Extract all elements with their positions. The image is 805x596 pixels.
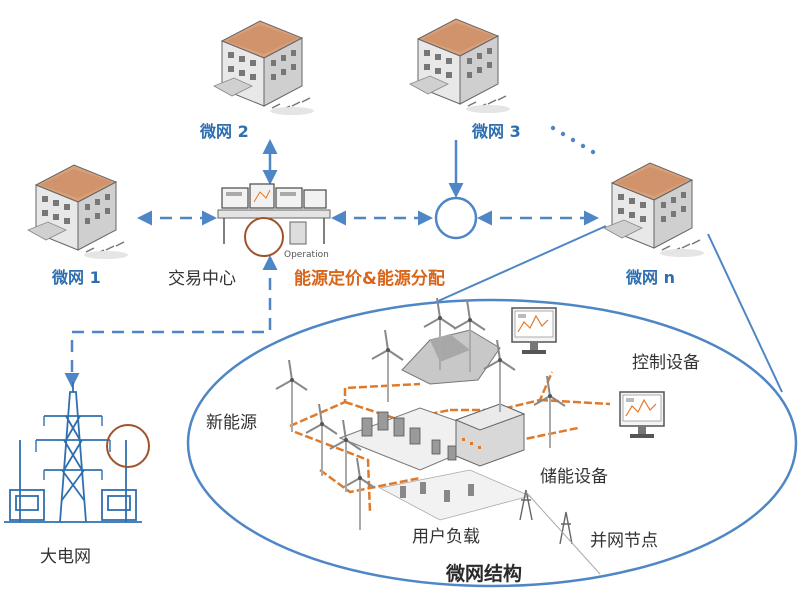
- wind-turbine-icon: [371, 329, 404, 403]
- pricing-label: 能源定价&能源分配: [294, 269, 445, 289]
- transmission-tower-icon: [4, 382, 142, 523]
- storage-label: 储能设备: [540, 467, 608, 487]
- trading-center-label: 交易中心: [168, 269, 236, 289]
- monitor-icon: [619, 391, 665, 439]
- grid-node-label: 并网节点: [590, 531, 658, 551]
- renewable-label: 新能源: [206, 413, 257, 433]
- building-icon: [603, 162, 705, 258]
- grid-label: 大电网: [40, 547, 91, 567]
- microgrid-1-label: 微网 1: [52, 268, 101, 287]
- building-icon: [409, 18, 511, 114]
- microgrid-structure-ellipse: [186, 298, 798, 588]
- operation-label: Operation: [284, 250, 329, 260]
- building-icon: [27, 164, 129, 260]
- hub-node-icon: [434, 196, 478, 240]
- control-label: 控制设备: [632, 353, 700, 373]
- load-label: 用户负载: [412, 527, 480, 547]
- microgrid-2-label: 微网 2: [200, 122, 249, 141]
- building-icon: [213, 20, 315, 116]
- control-center-icon: [217, 183, 331, 245]
- microgrid-n-label: 微网 n: [626, 268, 675, 287]
- microgrid-scene: [289, 329, 611, 575]
- structure-title: 微网结构: [446, 563, 523, 585]
- wind-turbine-icon: [305, 403, 338, 477]
- monitor-icon: [511, 307, 557, 355]
- microgrid-3-label: 微网 3: [472, 122, 521, 141]
